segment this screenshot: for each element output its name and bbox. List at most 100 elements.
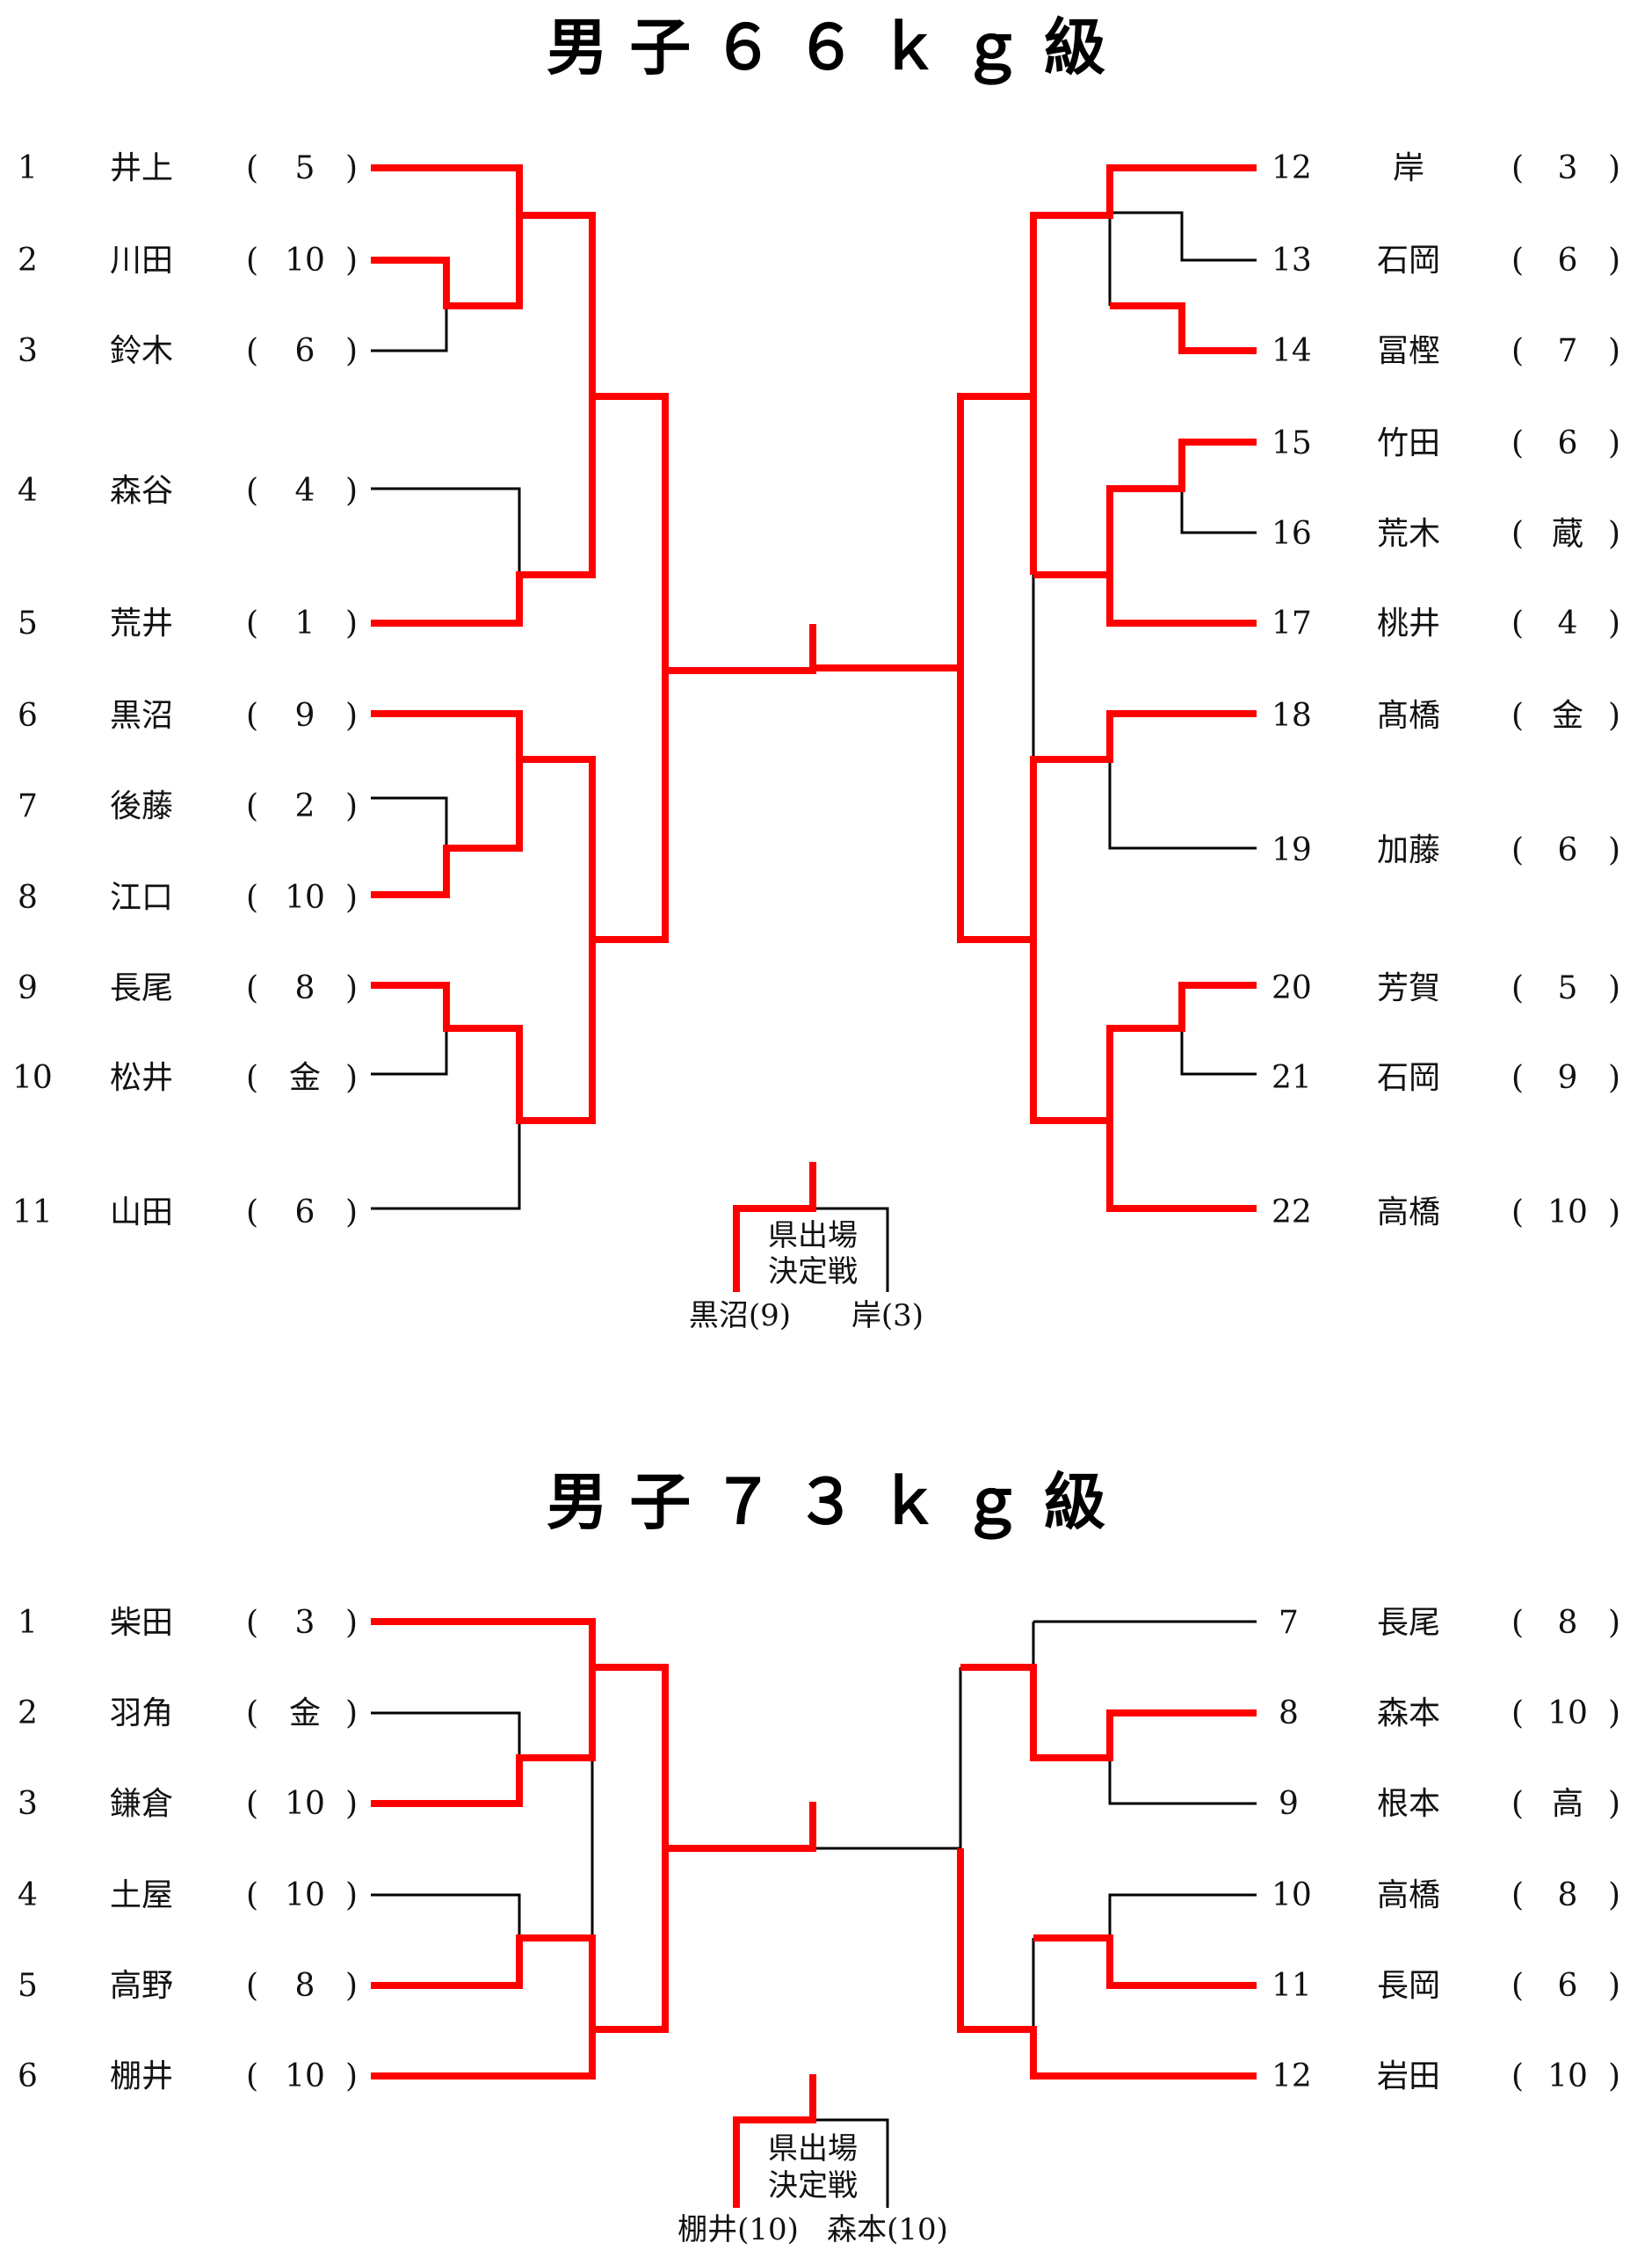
paren-open: ( xyxy=(1511,1877,1524,1913)
entry-number: 4 xyxy=(18,473,38,509)
paren-close: ) xyxy=(1608,698,1620,734)
entry-number: 13 xyxy=(1272,243,1312,279)
entry-name: 長岡 xyxy=(1377,1968,1440,2004)
entry-number: 6 xyxy=(18,2058,38,2094)
entry-number: 12 xyxy=(1272,150,1312,186)
paren-close: ) xyxy=(345,1605,358,1641)
entry-name: 後藤 xyxy=(110,788,173,824)
playoff-winner-line xyxy=(733,2074,816,2208)
entry-team: 7 xyxy=(1558,333,1578,369)
entry-team: 5 xyxy=(295,150,315,186)
entry-number: 14 xyxy=(1272,333,1312,369)
entry-name: 竹田 xyxy=(1377,425,1440,461)
entry-team: 6 xyxy=(1558,243,1578,279)
entry-team: 金 xyxy=(289,1060,321,1096)
entry-number: 8 xyxy=(18,880,38,916)
red-winning-paths-73kg xyxy=(371,1618,1257,2079)
paren-open: ( xyxy=(1511,333,1524,369)
entry-number: 18 xyxy=(1272,698,1312,734)
entry-name: 森本 xyxy=(1377,1695,1440,1731)
section-title-73kg: 男 子 ７ ３ ｋ ｇ 級 xyxy=(547,1466,1105,1541)
paren-open: ( xyxy=(246,880,258,916)
entry-name: 芳賀 xyxy=(1377,970,1440,1006)
paren-close: ) xyxy=(345,333,358,369)
playoff-left-name: 棚井(10) xyxy=(677,2212,799,2247)
paren-close: ) xyxy=(1608,150,1620,186)
paren-open: ( xyxy=(246,1194,258,1230)
entry-name: 黒沼 xyxy=(110,698,173,734)
paren-open: ( xyxy=(246,1060,258,1096)
paren-close: ) xyxy=(1608,425,1620,461)
paren-open: ( xyxy=(1511,606,1524,642)
entry-number: 21 xyxy=(1272,1060,1312,1096)
entry-number: 4 xyxy=(18,1877,38,1913)
playoff-left-name: 黒沼(9) xyxy=(689,1298,791,1333)
entry-team: 6 xyxy=(295,333,315,369)
entry-team: 3 xyxy=(1558,150,1578,186)
paren-close: ) xyxy=(1608,1695,1620,1731)
paren-open: ( xyxy=(1511,698,1524,734)
entry-team: 10 xyxy=(285,880,325,916)
entry-name: 鎌倉 xyxy=(110,1786,173,1822)
paren-open: ( xyxy=(246,1877,258,1913)
paren-open: ( xyxy=(246,1786,258,1822)
entry-team: 4 xyxy=(295,473,315,509)
entry-team: 10 xyxy=(1547,1695,1588,1731)
entry-name: 山田 xyxy=(110,1194,173,1230)
entry-team: 1 xyxy=(295,606,315,642)
entry-name: 土屋 xyxy=(110,1877,173,1913)
playoff-label-line1: 県出場 xyxy=(768,1218,858,1253)
entry-name: 棚井 xyxy=(110,2058,173,2094)
entry-number: 11 xyxy=(1272,1968,1312,2004)
entry-name: 岸 xyxy=(1393,150,1424,186)
entry-name: 高橋 xyxy=(1377,1877,1440,1913)
entry-number: 2 xyxy=(18,1695,38,1731)
paren-close: ) xyxy=(1608,1968,1620,2004)
entry-team: 蔵 xyxy=(1552,516,1583,552)
entry-team: 10 xyxy=(1547,2058,1588,2094)
paren-open: ( xyxy=(246,1695,258,1731)
paren-open: ( xyxy=(246,1605,258,1641)
playoff-73kg: 県出場 決定戦 棚井(10) 森本(10) xyxy=(677,2074,948,2247)
entry-team: 8 xyxy=(295,970,315,1006)
entry-number: 17 xyxy=(1272,606,1312,642)
entry-number: 3 xyxy=(18,1786,38,1822)
paren-close: ) xyxy=(1608,832,1620,868)
entry-team: 10 xyxy=(285,243,325,279)
entry-team: 金 xyxy=(289,1695,321,1731)
paren-open: ( xyxy=(1511,1605,1524,1641)
paren-close: ) xyxy=(1608,333,1620,369)
entry-number: 6 xyxy=(18,698,38,734)
entry-number: 22 xyxy=(1272,1194,1312,1230)
paren-close: ) xyxy=(1608,516,1620,552)
section-title-66kg: 男 子 ６ ６ ｋ ｇ 級 xyxy=(547,11,1105,86)
entry-number: 20 xyxy=(1272,970,1312,1006)
paren-close: ) xyxy=(345,473,358,509)
paren-open: ( xyxy=(246,698,258,734)
entry-number: 9 xyxy=(1279,1786,1299,1822)
entry-team: 6 xyxy=(1558,832,1578,868)
paren-open: ( xyxy=(246,1968,258,2004)
entry-team: 8 xyxy=(1558,1605,1578,1641)
entry-number: 2 xyxy=(18,243,38,279)
entry-team: 10 xyxy=(285,1786,325,1822)
entry-team: 5 xyxy=(1558,970,1578,1006)
paren-close: ) xyxy=(1608,2058,1620,2094)
paren-open: ( xyxy=(1511,150,1524,186)
paren-open: ( xyxy=(1511,1060,1524,1096)
